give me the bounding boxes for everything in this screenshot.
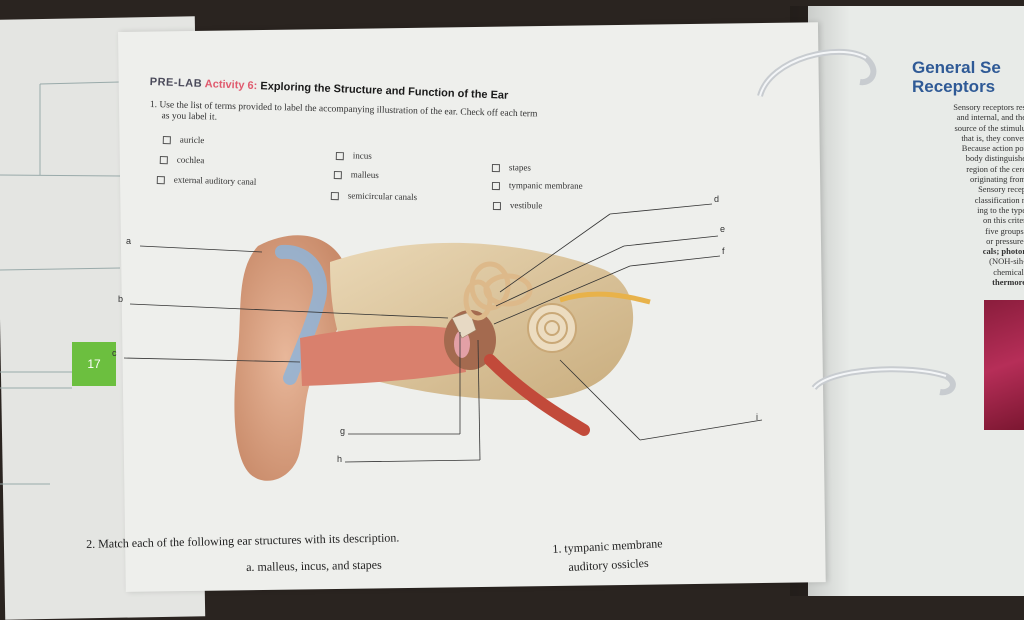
ossicles-shape — [451, 311, 477, 339]
label-letter-a: a — [126, 236, 132, 246]
label-letter-d: d — [714, 194, 720, 204]
label-letter-i: i — [756, 412, 758, 422]
tympanic-membrane-shape — [454, 330, 470, 358]
ear-illustration — [123, 48, 956, 481]
auricle-cartilage — [275, 244, 328, 385]
binder-ring-top — [757, 48, 877, 98]
cochlea-shape — [527, 303, 577, 353]
cochlear-nerve — [559, 291, 651, 305]
right-page-body: Sensory receptors res and internal, and … — [953, 102, 1024, 288]
right-page-illustration — [984, 300, 1024, 430]
label-letter-f: f — [722, 246, 725, 256]
right-page-title: General Se Receptors — [912, 58, 1001, 96]
label-letter-b: b — [118, 294, 124, 304]
auditory-tube — [484, 354, 590, 436]
leader-lines — [123, 203, 763, 463]
label-letter-c: c — [112, 348, 117, 358]
left-page-lines — [0, 81, 121, 485]
binder-ring-bottom — [811, 366, 956, 396]
ear-canal — [300, 325, 466, 386]
label-letter-h: h — [337, 454, 343, 464]
page-number-badge: 17 — [72, 342, 116, 386]
photo-scene: 17 General Se Receptors Sensory receptor… — [0, 6, 1024, 620]
label-letter-g: g — [340, 426, 346, 436]
question-2-item-a: a. malleus, incus, and stapes — [246, 557, 382, 574]
label-letter-e: e — [720, 224, 726, 234]
